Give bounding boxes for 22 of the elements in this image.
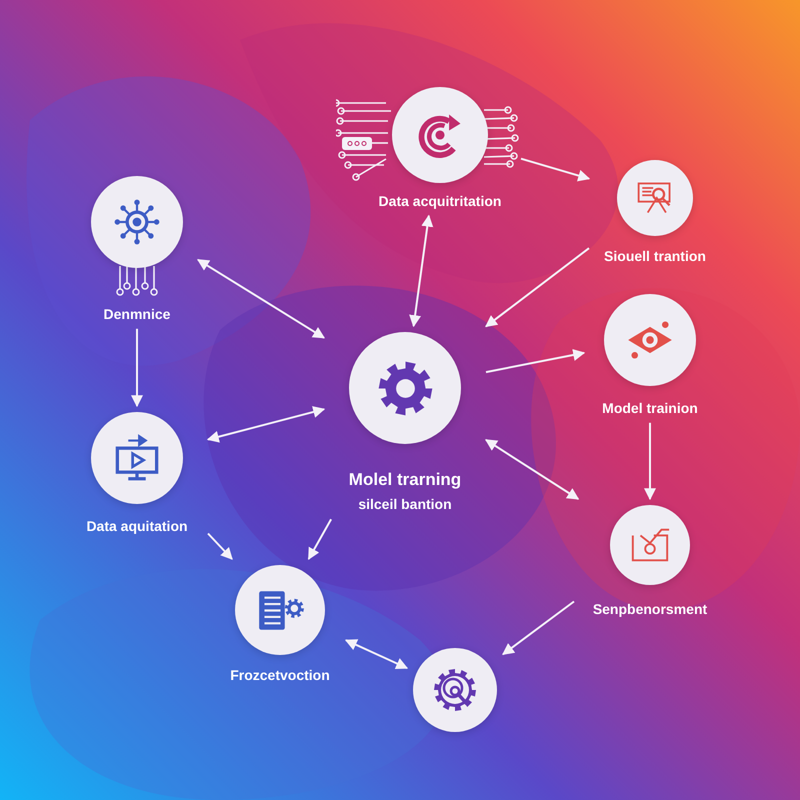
arrow xyxy=(409,214,434,328)
arrow xyxy=(644,422,656,500)
arrow xyxy=(131,328,143,408)
node-label: Senpbenorsment xyxy=(592,601,708,618)
node-label: Siouell trantion xyxy=(604,248,706,265)
node-label: Frozcetvoction xyxy=(230,667,330,684)
arrow xyxy=(502,600,575,656)
arrow xyxy=(196,258,326,339)
arrow xyxy=(486,349,586,374)
arrow xyxy=(485,247,590,328)
arrow xyxy=(344,639,408,670)
node-label: silceil bantion xyxy=(358,496,452,514)
node-label: Molel trarning xyxy=(348,470,462,490)
arrow xyxy=(207,532,233,560)
arrow xyxy=(520,158,590,182)
node-label: Model trainion xyxy=(602,400,698,417)
node-label: Denmnice xyxy=(104,306,170,323)
arrow xyxy=(485,439,580,500)
arrow xyxy=(206,406,326,443)
arrow xyxy=(308,518,332,560)
node-label: Data acquitritation xyxy=(378,193,502,210)
node-label: Data aquitation xyxy=(86,518,188,535)
